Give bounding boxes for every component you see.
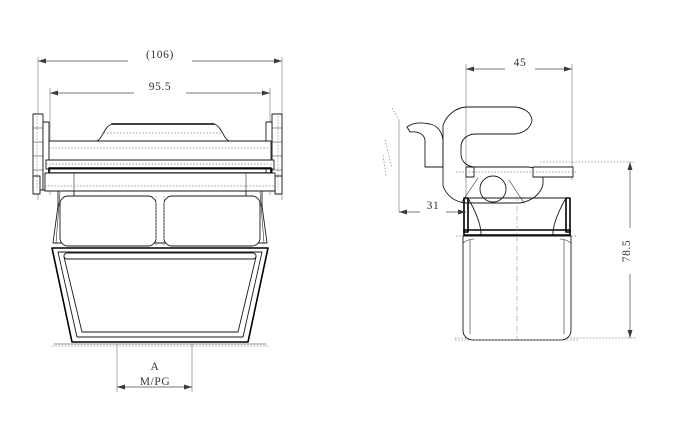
side-lever-pivot-hole — [479, 175, 507, 203]
dimension-side-depth-label: 45 — [514, 57, 527, 69]
front-cable-entry-stub — [116, 344, 193, 392]
dimension-overall-width-label: (106) — [146, 49, 174, 61]
dimension-cable-entry-label: A — [151, 361, 160, 373]
front-twin-cavity-section — [52, 190, 268, 247]
dimension-overall-height: 78.5 — [620, 162, 636, 338]
side-elevation-view: 45 31 78.5 — [382, 54, 636, 342]
front-top-handle-boss — [95, 123, 231, 142]
front-top-body-plate — [44, 140, 276, 192]
dimension-side-depth: 45 — [466, 54, 572, 72]
side-body-upper-plate — [456, 166, 576, 233]
front-elevation-view: (106) 95.5 A M/PG — [32, 46, 283, 392]
dimension-lever-clearance: 31 — [399, 197, 466, 215]
front-lower-hood — [51, 247, 269, 347]
dimension-flange-width-label: 95.5 — [149, 81, 172, 93]
dimension-overall-height-label: 78.5 — [621, 240, 633, 263]
side-depth-extension-lines — [465, 64, 573, 200]
side-lever-cam-body — [442, 106, 544, 204]
side-lower-body — [455, 235, 578, 341]
side-lever-handle-arm — [382, 107, 444, 177]
dimension-flange-width: 95.5 — [50, 78, 270, 96]
dimension-overall-width: (106) — [38, 46, 282, 64]
dimension-cable-entry-thread-label: M/PG — [140, 376, 171, 388]
dimension-lever-clearance-label: 31 — [427, 200, 440, 212]
dimension-cable-entry: A M/PG — [117, 361, 192, 390]
